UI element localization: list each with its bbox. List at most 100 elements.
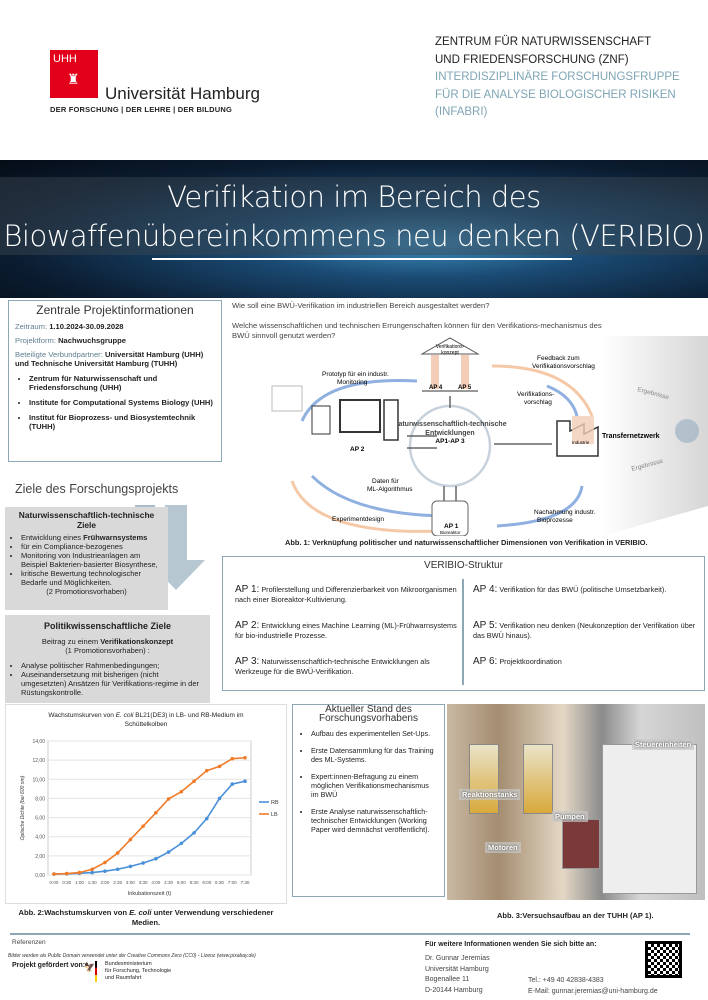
- data-point-LB: [192, 779, 196, 783]
- data-point-LB: [115, 851, 120, 855]
- data-point-RB: [166, 850, 171, 854]
- data-point-RB: [179, 841, 184, 846]
- natural-science-goals-box: Naturwissenschaftlich-technische Ziele E…: [5, 507, 168, 610]
- arrow-feedback: [491, 364, 594, 417]
- x-tick-label: 0:00: [50, 880, 59, 885]
- list-item: Analyse politischer Rahmenbedingungen;: [21, 661, 204, 670]
- svg-text:Experimentdesign: Experimentdesign: [332, 516, 384, 523]
- institute-list: Zentrum für Naturwissenschaft und Friede…: [29, 374, 215, 431]
- work-package-ap6: AP 6: Projektkoordination: [473, 656, 562, 667]
- x-tick-label: 2:30: [113, 880, 122, 885]
- results-funnel: [602, 336, 708, 536]
- data-point-RB: [103, 869, 107, 873]
- svg-text:Nachahmung industr.: Nachahmung industr.: [534, 509, 596, 516]
- y-tick-label: 4,00: [35, 835, 45, 841]
- phone: Tel.: +49 40 42838-4383: [528, 977, 604, 984]
- svg-text:Daten für: Daten für: [372, 478, 400, 485]
- contact-phone-email: Tel.: +49 40 42838-4383 E-Mail: gunnar.j…: [528, 975, 658, 997]
- bioreactor-icon: [431, 500, 469, 536]
- y-tick-label: 8,00: [35, 796, 45, 802]
- x-tick-label: 2:00: [100, 880, 109, 885]
- x-tick-label: 5:00: [177, 880, 186, 885]
- svg-text:Entwicklungen: Entwicklungen: [425, 430, 474, 437]
- veribio-structure-box: VERIBIO-Struktur AP 1: Profilerstellung …: [222, 556, 705, 691]
- work-package-ap1: AP 1: Profilerstellung und Differenzierb…: [235, 584, 457, 605]
- data-point-RB: [243, 779, 247, 783]
- y-tick-label: 2,00: [35, 854, 45, 860]
- x-tick-label: 4:30: [164, 880, 173, 885]
- divider: [462, 579, 464, 685]
- list-item: Institut für Bioprozess- und Biosystemte…: [29, 413, 215, 431]
- svg-text:Verifikationsvorschlag: Verifikationsvorschlag: [532, 363, 595, 370]
- data-point-LB: [64, 871, 69, 876]
- figure-2-caption: Abb. 2:Wachstumskurven von E. coli unter…: [18, 908, 274, 927]
- x-tick-label: 4:00: [151, 880, 160, 885]
- server-icon: [311, 405, 331, 435]
- svg-text:Feedback zum: Feedback zum: [537, 355, 580, 362]
- x-tick-label: 1:00: [75, 880, 84, 885]
- y-axis-label: Optische Dichte (bei 600 nm): [20, 775, 26, 840]
- svg-text:Bioreaktor: Bioreaktor: [440, 530, 461, 535]
- political-goals-box: Politikwissenschaftliche Ziele Beitrag z…: [5, 615, 210, 703]
- work-package-ap2: AP 2: Entwicklung eines Machine Learning…: [235, 620, 457, 641]
- reaction-tank: [469, 744, 499, 814]
- computer-icon: [339, 399, 381, 433]
- svg-text:ML-Algorithmus: ML-Algorithmus: [367, 486, 413, 493]
- data-point-RB: [205, 816, 209, 821]
- series-line-LB: [53, 756, 246, 875]
- federal-eagle-icon: 🦅: [84, 962, 96, 972]
- data-point-RB: [217, 796, 222, 801]
- list-item: Erste Datensammlung für das Training des…: [311, 746, 438, 764]
- chart-title: Wachstumskurven von E. coli BL21(DE3) in…: [48, 712, 244, 728]
- list-item: Institute for Computational Systems Biol…: [29, 398, 215, 407]
- license-note: Bilder werden als Public Domain verwende…: [8, 953, 256, 959]
- plot-area: [47, 740, 252, 876]
- qr-code-icon[interactable]: [645, 941, 682, 978]
- data-point-LB: [179, 789, 184, 794]
- svg-text:Transfernetzwerk: Transfernetzwerk: [602, 433, 660, 440]
- data-point-LB: [230, 756, 235, 761]
- data-point-RB: [90, 870, 94, 875]
- poster-title-line-1: Verifikation im Bereich des: [167, 180, 541, 214]
- current-status-box: Aktueller Stand des Forschungsvorhabens …: [292, 704, 445, 897]
- data-point-LB: [205, 768, 209, 773]
- neural-network-icon: [271, 385, 303, 412]
- x-tick-label: 7:30: [241, 880, 250, 885]
- x-tick-label: 6:30: [215, 880, 224, 885]
- growth-chart: Wachstumskurven von E. coli BL21(DE3) in…: [5, 704, 287, 904]
- arrow-proposal: [546, 384, 579, 417]
- university-name: Universität Hamburg: [105, 84, 260, 103]
- experimental-setup-photo: Steuereinheiten Reaktionstanks Pumpen Mo…: [447, 704, 705, 900]
- goals-heading: Ziele des Forschungsprojekts: [15, 482, 179, 496]
- poster-title-line-2: Biowaffenübereinkommens neu denken (VERI…: [3, 219, 705, 253]
- data-point-LB: [52, 872, 56, 876]
- list-item: Aufbau des experimentellen Set-Ups.: [311, 729, 438, 738]
- x-tick-label: 3:00: [126, 880, 135, 885]
- title-underline: [152, 258, 572, 260]
- reaction-tank: [523, 744, 553, 814]
- svg-text:konzept: konzept: [441, 350, 459, 356]
- data-point-LB: [154, 810, 158, 815]
- research-question-2: Welche wissenschaftlichen und technische…: [232, 321, 602, 340]
- svg-text:vorschlag: vorschlag: [524, 399, 552, 406]
- legend-label: LB: [271, 812, 278, 818]
- svg-text:Monitoring: Monitoring: [337, 379, 368, 386]
- list-item: Zentrum für Naturwissenschaft und Friede…: [29, 374, 215, 392]
- data-point-RB: [141, 861, 145, 865]
- x-tick-label: 0:30: [62, 880, 71, 885]
- footer-divider: [10, 933, 690, 935]
- virus-banner-image: [0, 160, 708, 298]
- svg-text:AP 4: AP 4: [429, 385, 443, 391]
- x-tick-label: 6:00: [202, 880, 211, 885]
- list-item: kritische Bewertung technologischer Beda…: [21, 569, 162, 587]
- y-tick-label: 12,00: [32, 758, 45, 764]
- list-item: Entwicklung eines Frühwarnsystems: [21, 533, 162, 542]
- svg-text:Prototyp für ein industr.: Prototyp für ein industr.: [322, 371, 389, 378]
- svg-text:Verifikations-: Verifikations-: [517, 391, 554, 398]
- project-info-heading: Zentrale Projektinformationen: [36, 303, 194, 317]
- email-link[interactable]: E-Mail: gunnar.jeremias@uni-hamburg.de: [528, 988, 658, 995]
- data-point-LB: [90, 867, 94, 872]
- uhh-logo: UHH♜: [50, 50, 98, 98]
- x-axis-label: Inkubationszeit (t): [128, 891, 172, 897]
